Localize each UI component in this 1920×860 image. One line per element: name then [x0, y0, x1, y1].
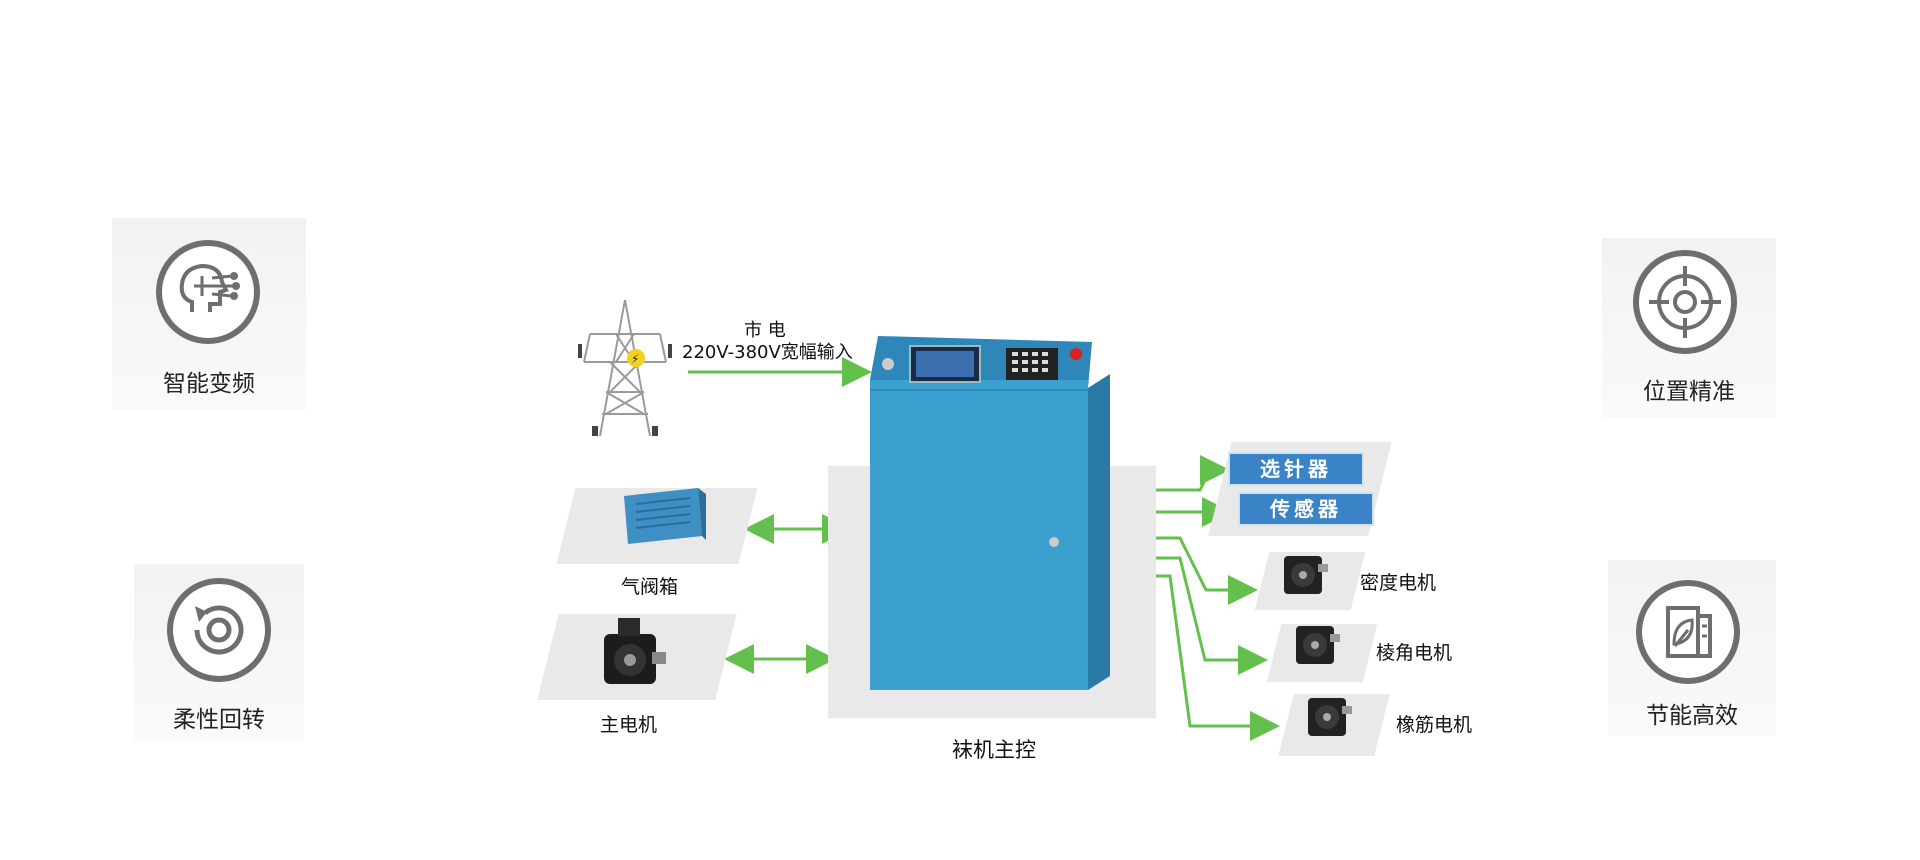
valve-box-image	[618, 486, 708, 548]
feature-label: 节能高效	[1646, 703, 1738, 729]
needle-selector-tag: 选针器	[1228, 452, 1364, 486]
feature-label: 柔性回转	[173, 707, 265, 733]
rotate-icon	[167, 578, 271, 682]
angle-motor-arrow	[1136, 556, 1268, 675]
feature-precise-position: 位置精准	[1602, 238, 1776, 418]
density-motor-image	[1278, 550, 1330, 598]
svg-text:⚡: ⚡	[631, 352, 639, 366]
target-icon	[1633, 250, 1737, 354]
sensor-tag: 传感器	[1238, 492, 1374, 526]
power-label-line2: 220V-380V宽幅输入	[682, 342, 853, 363]
controller-cabinet	[866, 330, 1110, 696]
elastic-motor-image	[1302, 692, 1354, 740]
feature-label: 智能变频	[163, 371, 255, 397]
main-motor-label: 主电机	[600, 714, 658, 736]
density-motor-label: 密度电机	[1360, 572, 1437, 594]
main-motor-image	[596, 614, 668, 690]
eco-document-icon	[1636, 580, 1740, 684]
elastic-motor-arrow	[1140, 574, 1280, 741]
feature-flexible-rotation: 柔性回转	[134, 564, 304, 740]
angle-motor-image	[1290, 620, 1342, 668]
valve-box-label: 气阀箱	[621, 576, 679, 598]
elastic-motor-label: 橡筋电机	[1396, 714, 1473, 736]
density-motor-arrow	[1132, 536, 1258, 605]
angle-motor-label: 棱角电机	[1376, 642, 1453, 664]
feature-intelligent-vf: 智能变频	[112, 218, 306, 410]
brain-circuit-icon	[156, 240, 260, 344]
power-label-line1: 市 电	[744, 320, 786, 341]
needle-selector-arrow	[1124, 455, 1230, 505]
feature-label: 位置精准	[1643, 379, 1735, 405]
feature-energy-saving: 节能高效	[1608, 560, 1776, 736]
power-tower-image: ⚡	[570, 296, 680, 444]
controller-label: 袜机主控	[952, 738, 1036, 762]
